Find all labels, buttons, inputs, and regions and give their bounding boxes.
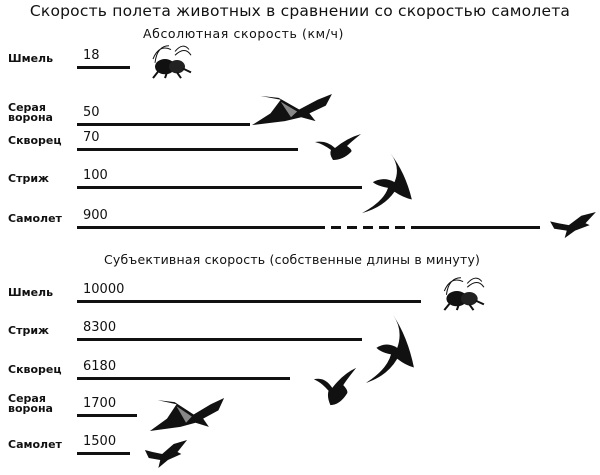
speed-bar	[415, 226, 540, 229]
swift-icon	[366, 315, 414, 383]
row-label: Самолет	[8, 438, 62, 451]
speed-bar	[77, 452, 130, 455]
value-label: 8300	[83, 320, 117, 335]
speed-bar	[77, 414, 137, 417]
speed-bar	[77, 300, 421, 303]
speed-bar-dashed	[315, 226, 415, 229]
speed-bar	[77, 226, 315, 229]
speed-bar	[77, 338, 362, 341]
row-label: Скворец	[8, 363, 62, 376]
starling-icon	[315, 134, 361, 160]
airplane-icon	[144, 440, 188, 468]
starling-icon	[313, 367, 357, 406]
value-label: 70	[83, 130, 100, 145]
row-label: Серая ворона	[8, 392, 53, 415]
value-label: 10000	[83, 282, 125, 297]
value-label: 6180	[83, 359, 117, 374]
speed-bar	[77, 377, 290, 380]
bumblebee-icon	[443, 277, 485, 311]
speed-bar	[77, 148, 298, 151]
value-label: 1500	[83, 434, 117, 449]
diagram-title: Скорость полета животных в сравнении со …	[29, 2, 571, 20]
value-label: 18	[83, 48, 100, 63]
bumblebee-icon	[152, 45, 192, 79]
value-label: 1700	[83, 396, 117, 411]
absolute-speed-title: Абсолютная скорость (км/ч)	[143, 26, 344, 41]
crow-icon	[252, 93, 332, 126]
row-label: Самолет	[8, 212, 62, 225]
row-label: Шмель	[8, 52, 54, 65]
speed-bar	[77, 123, 250, 126]
row-label: Шмель	[8, 286, 54, 299]
row-label: Серая ворона	[8, 101, 53, 124]
value-label: 50	[83, 105, 100, 120]
crow-icon	[149, 398, 225, 431]
airplane-icon	[550, 212, 596, 239]
value-label: 100	[83, 168, 108, 183]
row-label: Стриж	[8, 324, 49, 337]
swift-icon	[362, 153, 412, 214]
value-label: 900	[83, 208, 108, 223]
speed-bar	[77, 66, 130, 69]
row-label: Скворец	[8, 134, 62, 147]
speed-bar	[77, 186, 362, 189]
row-label: Стриж	[8, 172, 49, 185]
subjective-speed-title: Субъективная скорость (собственные длины…	[104, 252, 481, 267]
